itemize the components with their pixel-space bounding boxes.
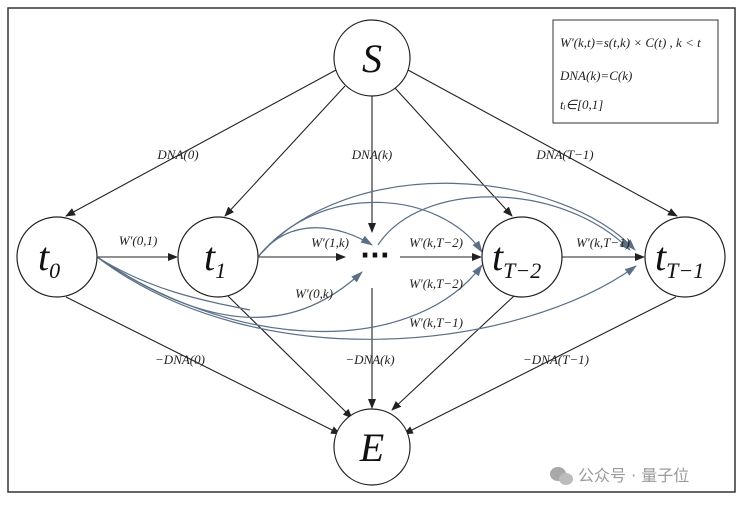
label-wkT2-low: W′(k,T−2)	[409, 276, 463, 291]
edge-s-t0	[65, 69, 337, 217]
legend-box: W′(k,t)=s(t,k) × C(t) , k < t DNA(k)=C(k…	[552, 19, 719, 124]
label-w01: W′(0,1)	[119, 233, 158, 248]
edge-s-tT1	[407, 69, 678, 217]
label-w0k: W′(0,k)	[295, 286, 333, 301]
node-tT1: tT−1	[644, 216, 726, 298]
watermark-text: 公众号 · 量子位	[578, 466, 689, 485]
edge-t1-e	[227, 295, 353, 419]
watermark: 公众号 · 量子位	[550, 466, 689, 485]
label-wkT1-right: W′(k,T−1)	[576, 235, 630, 250]
frame-border	[7, 7, 736, 493]
label-ndnaT1: −DNA(T−1)	[523, 352, 589, 367]
legend-line-1: W′(k,t)=s(t,k) × C(t) , k < t	[560, 35, 701, 50]
weighted-curves	[96, 182, 637, 340]
label-dna0: DNA(0)	[156, 147, 198, 162]
edge-t0-e	[65, 296, 341, 435]
edge-tT2-e	[391, 295, 515, 411]
node-e: E	[333, 408, 411, 486]
black-edges	[65, 69, 678, 435]
node-t1: t1	[177, 216, 259, 298]
label-w1k: W′(1,k)	[311, 235, 349, 250]
svg-text:tT−1: tT−1	[655, 234, 704, 283]
svg-text:E: E	[359, 425, 384, 470]
label-dnaT1: DNA(T−1)	[535, 147, 593, 162]
svg-text:t1: t1	[204, 234, 226, 283]
node-s: S	[333, 19, 411, 97]
svg-text:tT−2: tT−2	[492, 234, 541, 283]
legend-line-3: tᵢ∈[0,1]	[560, 97, 603, 112]
edge-s-tT2	[394, 87, 513, 217]
node-t0: t0	[16, 216, 98, 298]
label-ndna0: −DNA(0)	[155, 352, 205, 367]
label-wkT2-top: W′(k,T−2)	[409, 235, 463, 250]
ellipsis-node: ···	[360, 241, 390, 271]
label-ndnak: −DNA(k)	[345, 352, 394, 367]
legend-line-2: DNA(k)=C(k)	[559, 68, 632, 83]
label-wkT1-low: W′(k,T−1)	[409, 315, 463, 330]
label-dnak: DNA(k)	[351, 147, 392, 162]
svg-text:S: S	[362, 36, 382, 81]
edge-labels: DNA(0) DNA(k) DNA(T−1) W′(0,1) W′(1,k) W…	[119, 147, 630, 367]
node-tT2: tT−2	[481, 216, 563, 298]
svg-text:t0: t0	[38, 234, 60, 283]
edge-tT1-e	[403, 296, 677, 435]
edge-s-t1	[224, 85, 346, 217]
wechat-icon	[550, 467, 573, 485]
